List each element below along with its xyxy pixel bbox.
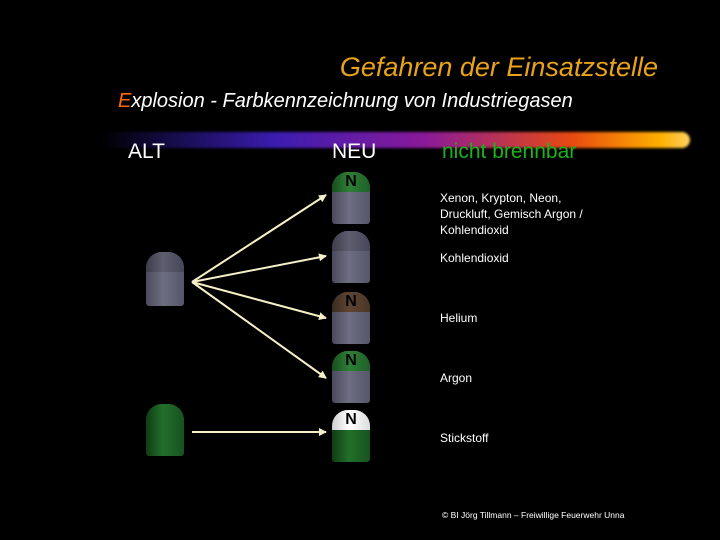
desc-group-1: Xenon, Krypton, Neon, Druckluft, Gemisch… xyxy=(440,190,583,238)
bottle-neu-1: N xyxy=(332,172,370,224)
bottle-label: N xyxy=(332,351,370,371)
bottle-neu-5: N xyxy=(332,410,370,462)
desc-1-line-2: Druckluft, Gemisch Argon / xyxy=(440,206,583,222)
bottle-label: N xyxy=(332,292,370,312)
bottle-neu-3: N xyxy=(332,292,370,344)
bottle-neu-4: N xyxy=(332,351,370,403)
desc-1-line-1: Xenon, Krypton, Neon, xyxy=(440,190,583,206)
desc-5: Stickstoff xyxy=(440,430,488,446)
bottle-neu-2 xyxy=(332,231,370,283)
bottle-label: N xyxy=(332,410,370,430)
bottle-label: N xyxy=(332,172,370,192)
desc-4: Argon xyxy=(440,370,472,386)
desc-2: Kohlendioxid xyxy=(440,250,509,266)
bottle-alt-green xyxy=(146,404,184,456)
copyright-footer: © BI Jörg Tillmann – Freiwillige Feuerwe… xyxy=(442,510,624,520)
desc-3: Helium xyxy=(440,310,477,326)
arrow-to-neu-4 xyxy=(192,282,326,378)
desc-1-line-3: Kohlendioxid xyxy=(440,222,583,238)
bottle-alt-gray xyxy=(146,252,184,306)
arrow-to-neu-3 xyxy=(192,282,326,318)
